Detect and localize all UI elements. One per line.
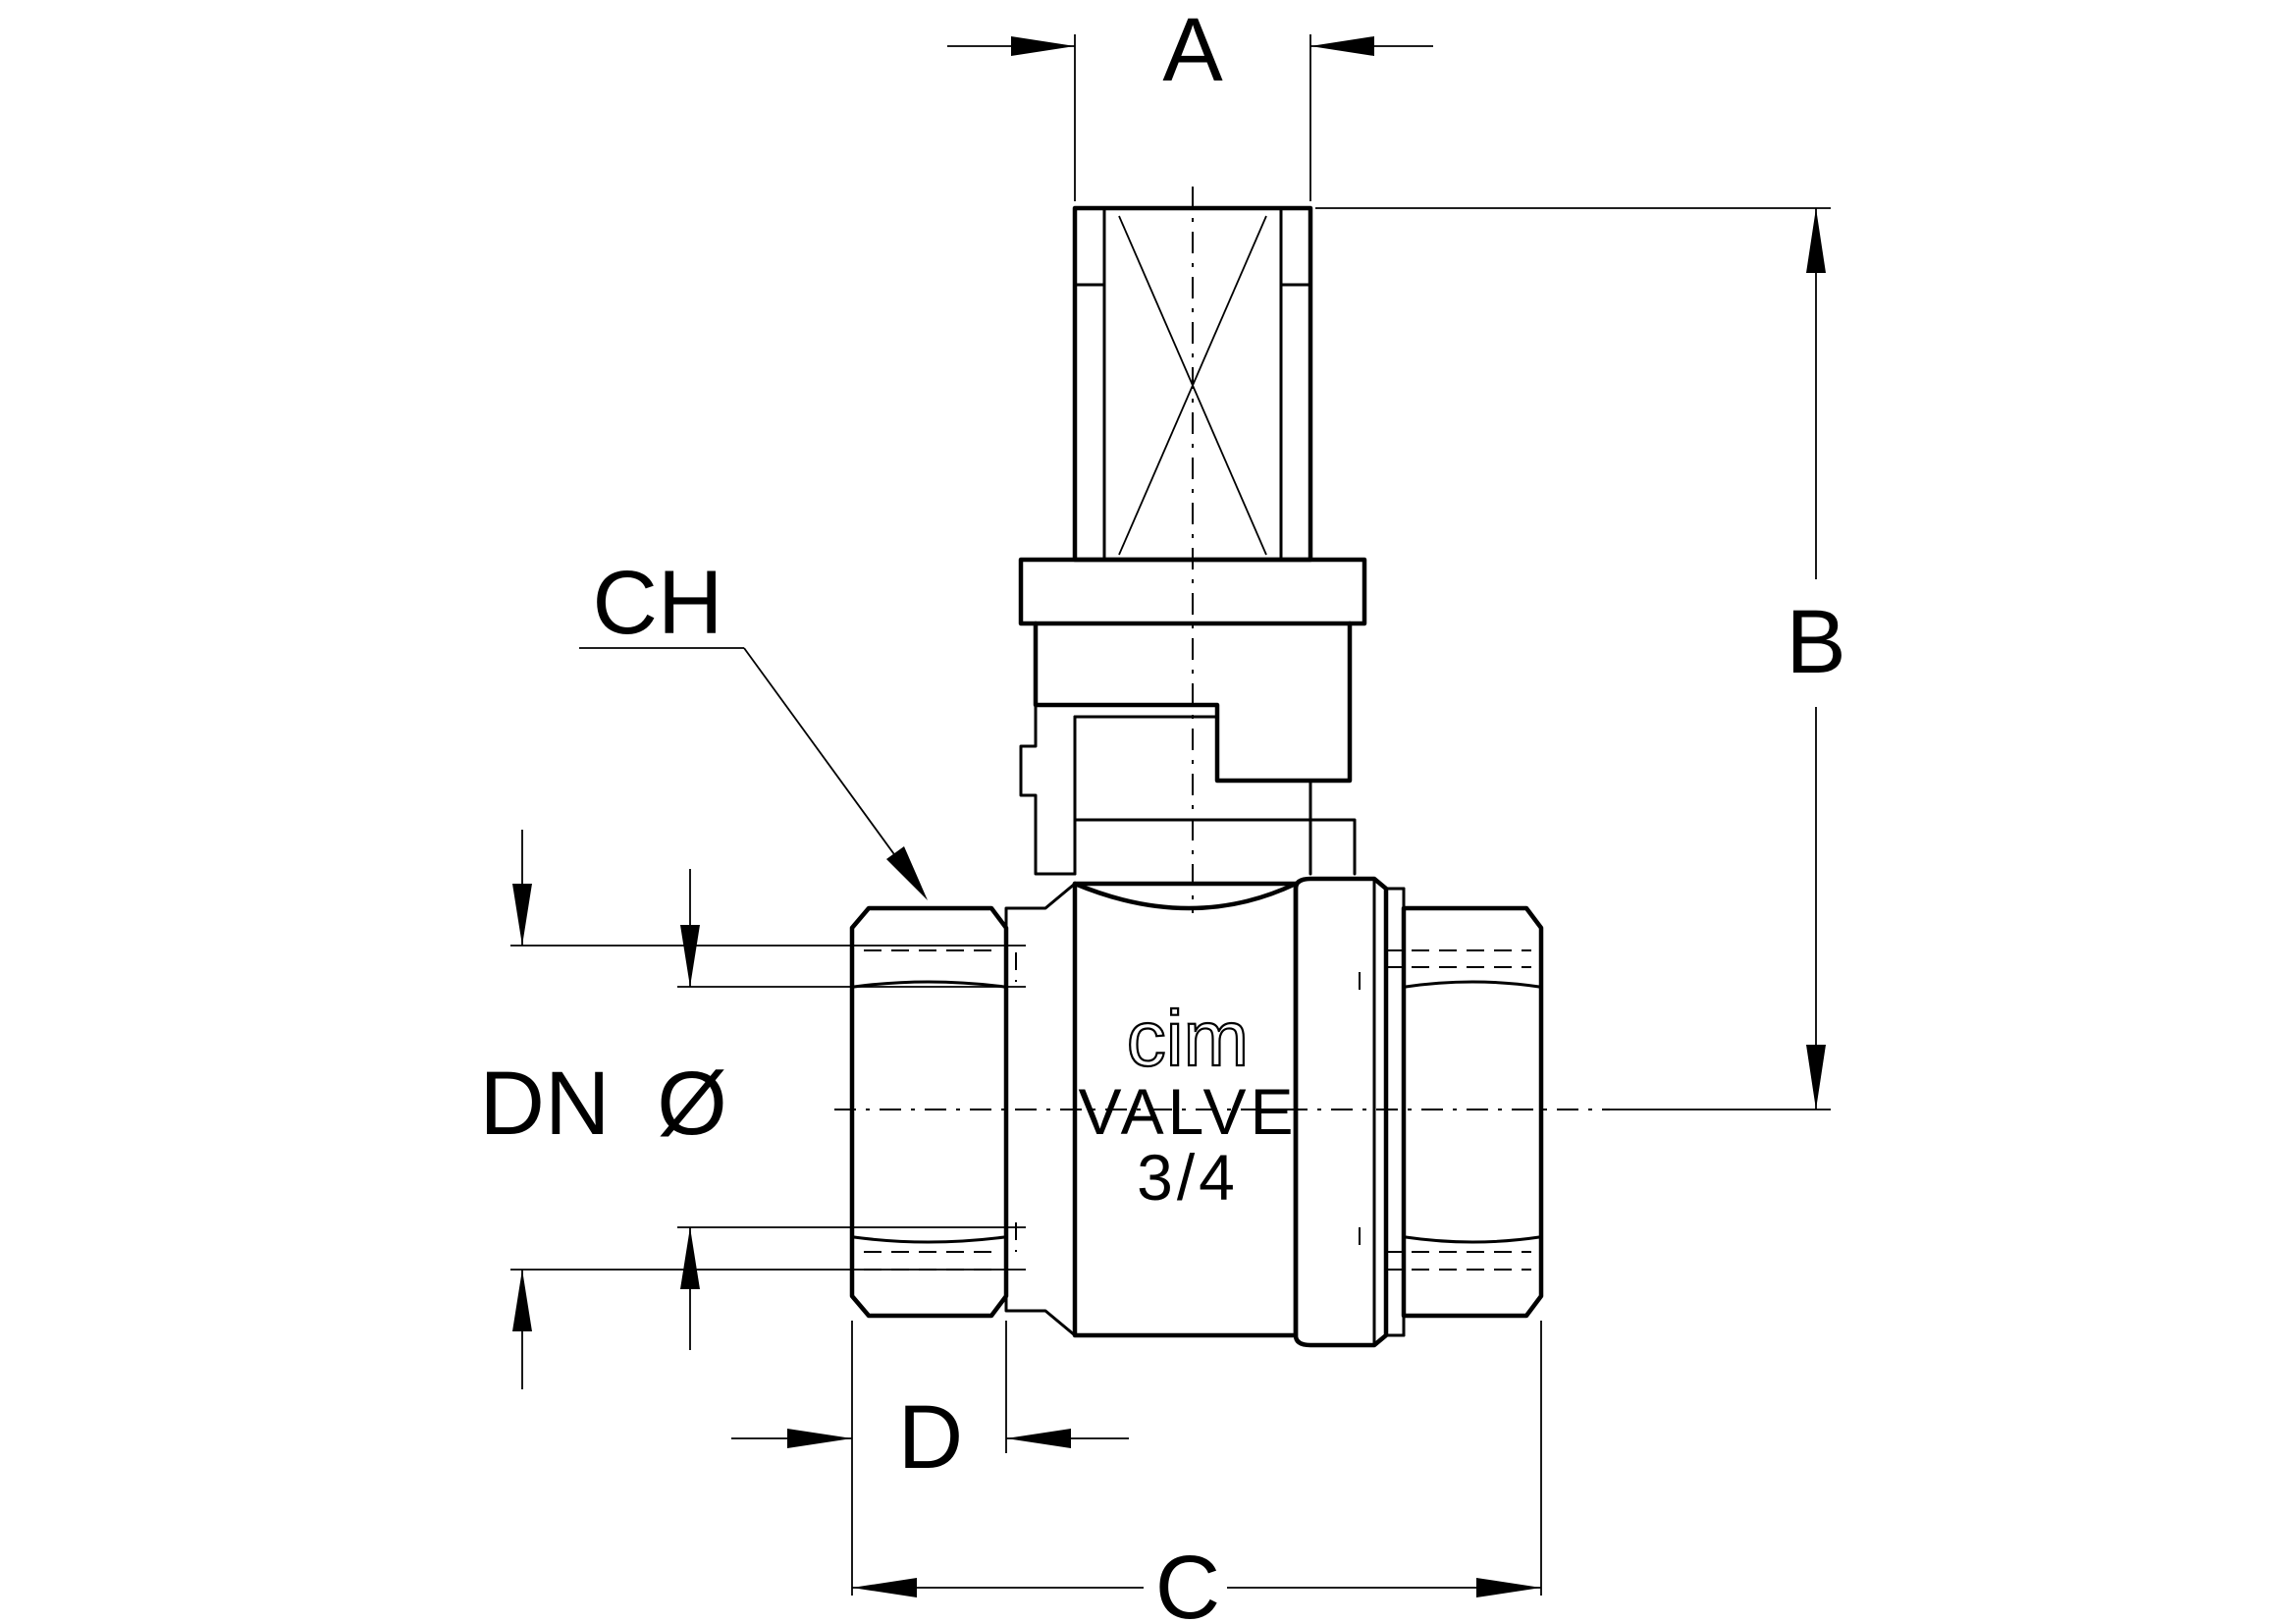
actuator bbox=[1018, 205, 1367, 626]
label-b: B bbox=[1786, 592, 1845, 692]
label-a: A bbox=[1162, 0, 1223, 100]
label-diameter: Ø bbox=[657, 1054, 727, 1154]
dimension-c: C bbox=[851, 1321, 1542, 1624]
center-lines bbox=[834, 187, 1610, 1110]
label-ch: CH bbox=[593, 553, 723, 653]
label-d: D bbox=[898, 1387, 963, 1488]
callout-ch: CH bbox=[579, 553, 928, 900]
dimension-dn: DN bbox=[480, 830, 1026, 1389]
bracket bbox=[1019, 621, 1357, 876]
dimension-a: A bbox=[947, 0, 1433, 201]
valve-body: cim VALVE 3/4 bbox=[849, 876, 1544, 1348]
logo-mark: cim bbox=[1127, 995, 1249, 1082]
dimension-d: D bbox=[731, 1321, 1129, 1488]
marking-line-2: 3/4 bbox=[1137, 1141, 1239, 1214]
label-dn: DN bbox=[480, 1054, 611, 1154]
dimension-b: B bbox=[1315, 207, 1846, 1110]
marking-line-1: VALVE bbox=[1079, 1075, 1298, 1148]
dimension-diameter: Ø bbox=[657, 869, 1026, 1350]
label-c: C bbox=[1155, 1538, 1220, 1624]
